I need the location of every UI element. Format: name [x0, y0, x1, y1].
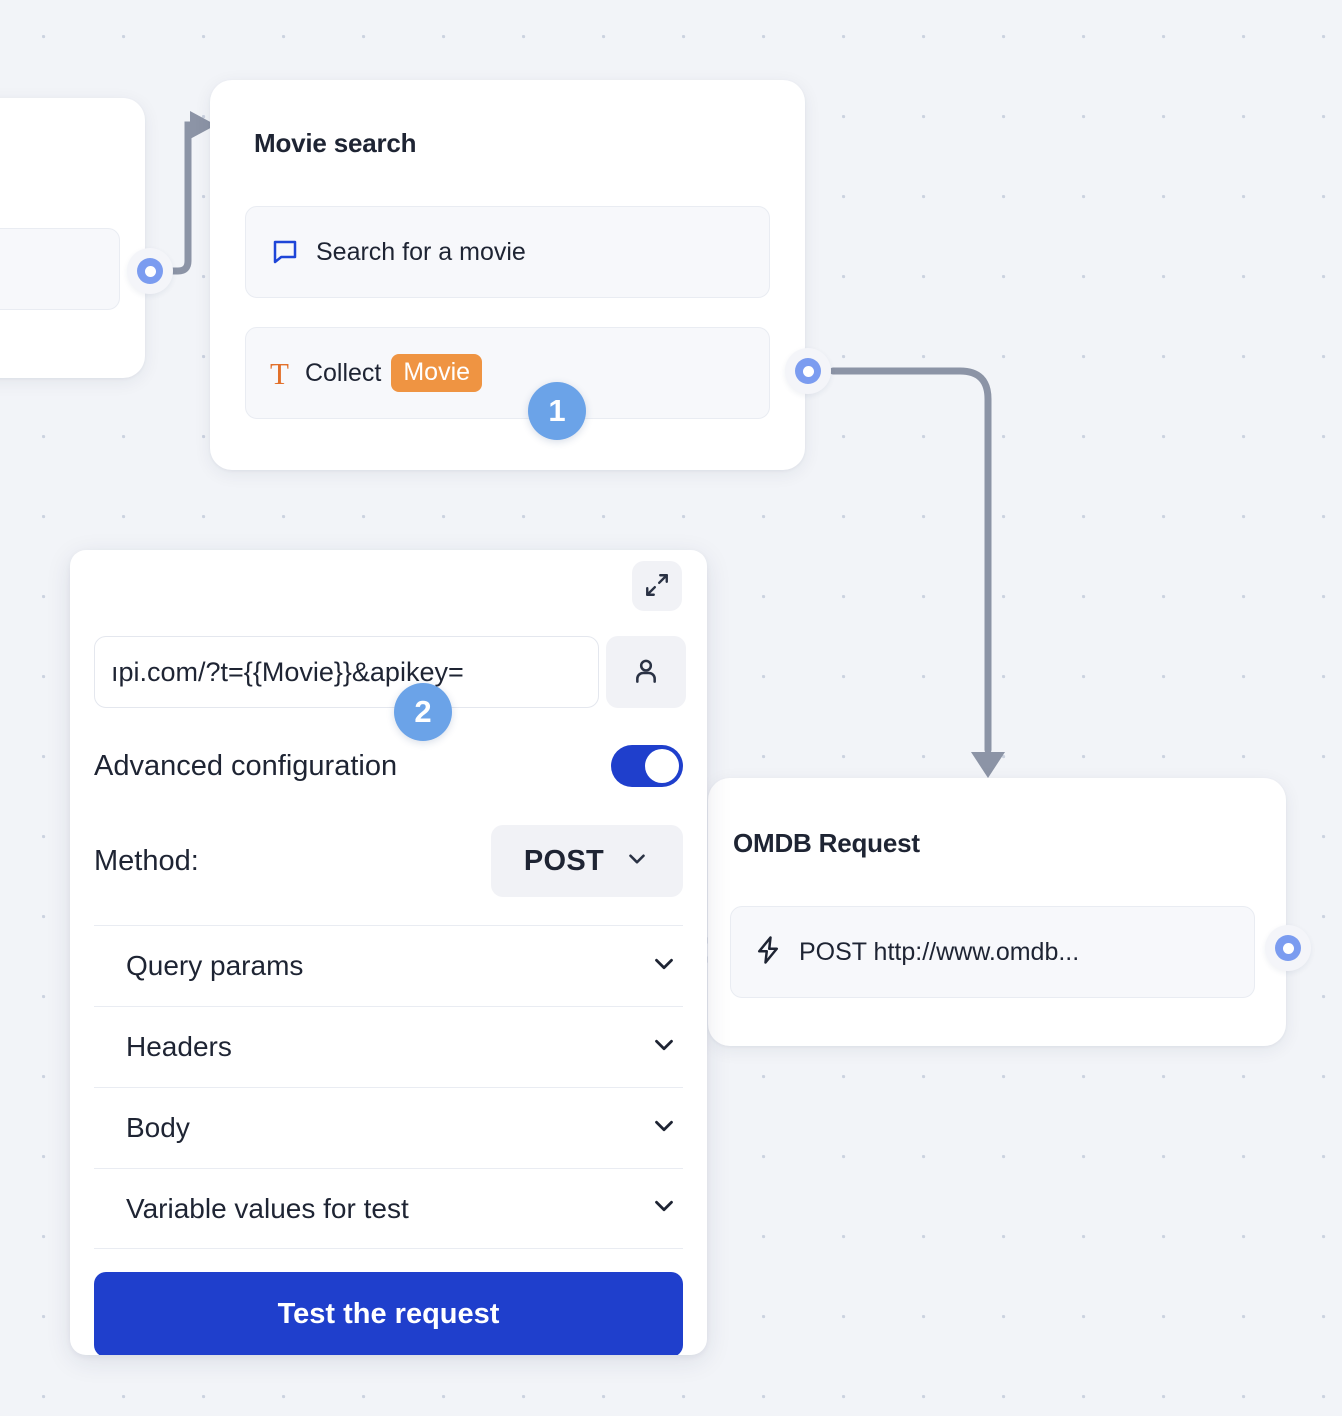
node-row-post-request[interactable]: POST http://www.omdb...: [730, 906, 1255, 998]
advanced-configuration-toggle[interactable]: [611, 745, 683, 787]
variable-tag-movie[interactable]: Movie: [391, 353, 483, 393]
test-the-request-button[interactable]: Test the request: [94, 1272, 683, 1355]
node-row-collect-movie[interactable]: T Collect Movie: [245, 327, 770, 419]
node-row-collect-label: Collect Movie: [304, 353, 483, 393]
node-row-search-for-a-movie[interactable]: Search for a movie: [245, 206, 770, 298]
node-row-post-label: POST http://www.omdb...: [799, 937, 1080, 966]
accordion-item-body[interactable]: Body: [94, 1087, 683, 1168]
request-accordion: Query params Headers Body: [94, 925, 683, 1249]
person-icon: [630, 655, 662, 690]
chevron-down-icon: [624, 846, 650, 877]
expand-panel-button[interactable]: [632, 561, 682, 611]
node-row-collect-prefix: Collect: [304, 358, 382, 387]
accordion-label: Query params: [126, 950, 304, 981]
user-variables-button[interactable]: [606, 636, 686, 708]
advanced-configuration-row[interactable]: Advanced configuration: [94, 745, 683, 787]
speech-bubble-icon: [270, 237, 300, 267]
url-field-group[interactable]: [94, 636, 686, 708]
request-config-panel[interactable]: Advanced configuration Method: POST Quer…: [70, 550, 707, 1355]
partial-node-row[interactable]: [0, 228, 120, 310]
chevron-down-icon[interactable]: [649, 949, 679, 984]
connector-port-omdb-output[interactable]: [1265, 925, 1311, 971]
port-ring-icon: [137, 258, 163, 284]
connector-port-partial-node[interactable]: [127, 248, 173, 294]
chevron-down-icon[interactable]: [649, 1191, 679, 1226]
method-selected-value: POST: [523, 844, 605, 877]
node-movie-search-title: Movie search: [254, 128, 417, 158]
node-row-search-label: Search for a movie: [316, 237, 526, 266]
step-badge-1: 1: [528, 382, 586, 440]
connector-port-movie-search-output[interactable]: [785, 348, 831, 394]
port-ring-icon: [1275, 935, 1301, 961]
chevron-down-icon[interactable]: [649, 1111, 679, 1146]
node-omdb-request-title: OMDB Request: [733, 828, 920, 858]
method-row: Method: POST: [94, 825, 683, 897]
chevron-down-icon[interactable]: [649, 1030, 679, 1065]
accordion-item-variable-values-for-test[interactable]: Variable values for test: [94, 1168, 683, 1249]
text-field-icon: T: [270, 355, 289, 391]
step-badge-2: 2: [394, 683, 452, 741]
node-movie-search[interactable]: Movie search Search for a movie T Collec…: [210, 80, 805, 470]
request-url-input[interactable]: [94, 636, 599, 708]
accordion-item-headers[interactable]: Headers: [94, 1006, 683, 1087]
advanced-configuration-label: Advanced configuration: [94, 749, 398, 782]
accordion-label: Variable values for test: [126, 1192, 409, 1224]
accordion-item-query-params[interactable]: Query params: [94, 925, 683, 1006]
expand-diagonal-icon: [644, 572, 670, 601]
accordion-label: Headers: [126, 1031, 232, 1062]
partial-node-offscreen[interactable]: [0, 98, 145, 378]
method-select[interactable]: POST: [491, 825, 683, 897]
node-omdb-request[interactable]: OMDB Request POST http://www.omdb...: [708, 778, 1286, 1046]
accordion-label: Body: [126, 1112, 190, 1143]
method-label: Method:: [94, 844, 199, 877]
port-ring-icon: [795, 358, 821, 384]
lightning-bolt-icon: [753, 935, 783, 970]
